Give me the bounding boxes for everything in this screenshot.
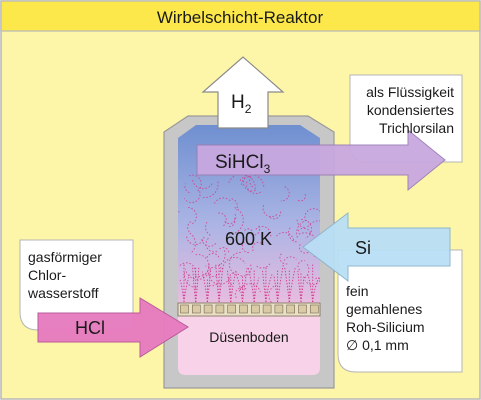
h2-outlet-arrow	[201, 56, 285, 129]
si-label: Si	[355, 238, 371, 258]
note-trichlorsilan: als Flüssigkeit kondensiertes Trichlorsi…	[366, 84, 454, 136]
hcl-label: HCl	[75, 318, 105, 338]
sihcl3-outlet-arrow	[196, 128, 446, 192]
svg-text:gasförmiger: gasförmiger	[28, 249, 102, 265]
note-silicium: fein gemahlenes Roh-Silicium ∅ 0,1 mm	[346, 283, 425, 353]
svg-text:Trichlorsilan: Trichlorsilan	[379, 120, 454, 136]
diagram-title: Wirbelschicht-Reaktor	[157, 8, 324, 27]
svg-text:gemahlenes: gemahlenes	[346, 301, 422, 317]
si-inlet-arrow	[302, 211, 451, 283]
lower-chamber	[178, 316, 320, 375]
note-box-silicium	[337, 249, 463, 373]
hcl-inlet-arrow	[37, 297, 189, 358]
temperature-label: 600 K	[225, 229, 272, 249]
svg-text:fein: fein	[346, 283, 369, 299]
nozzle-plate	[177, 302, 321, 317]
svg-text:als Flüssigkeit: als Flüssigkeit	[366, 84, 454, 100]
duesenboden-label: Düsenboden	[209, 329, 288, 345]
h2-label: H2	[231, 92, 252, 116]
title-bar	[0, 0, 481, 32]
note-chlorwasserstoff: gasförmiger Chlor- wasserstoff	[27, 249, 102, 301]
sihcl3-label: SiHCl3	[215, 152, 271, 176]
svg-text:kondensiertes: kondensiertes	[367, 102, 454, 118]
svg-text:Roh-Silicium: Roh-Silicium	[346, 319, 425, 335]
svg-text:Chlor-: Chlor-	[28, 267, 66, 283]
svg-text:wasserstoff: wasserstoff	[27, 285, 99, 301]
svg-text:∅ 0,1 mm: ∅ 0,1 mm	[346, 337, 409, 353]
